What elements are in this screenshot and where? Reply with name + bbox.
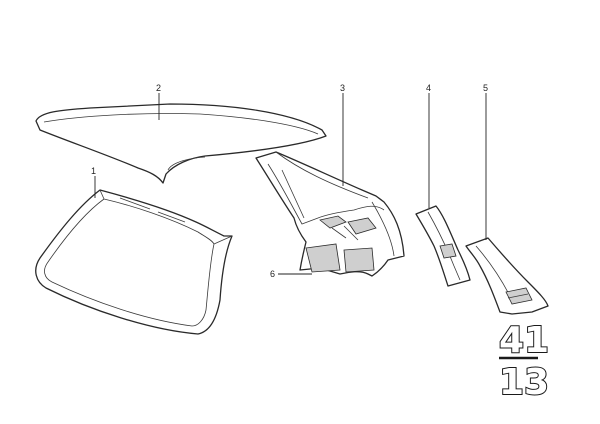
windshield-frame bbox=[35, 189, 233, 335]
pillar-trim-left bbox=[415, 205, 471, 287]
rear-frame-assembly bbox=[255, 151, 405, 277]
group-code-top: 41 bbox=[499, 320, 549, 361]
roof-panel bbox=[35, 103, 327, 184]
callout-5: 5 bbox=[483, 83, 488, 93]
callout-1: 1 bbox=[91, 166, 96, 176]
callout-2: 2 bbox=[156, 83, 161, 93]
group-code: 41 13 bbox=[498, 319, 550, 404]
callout-3: 3 bbox=[340, 83, 345, 93]
pillar-trim-right bbox=[465, 237, 549, 315]
callout-4: 4 bbox=[426, 83, 431, 93]
callout-6: 6 bbox=[270, 269, 275, 279]
group-code-bottom: 13 bbox=[499, 362, 549, 403]
